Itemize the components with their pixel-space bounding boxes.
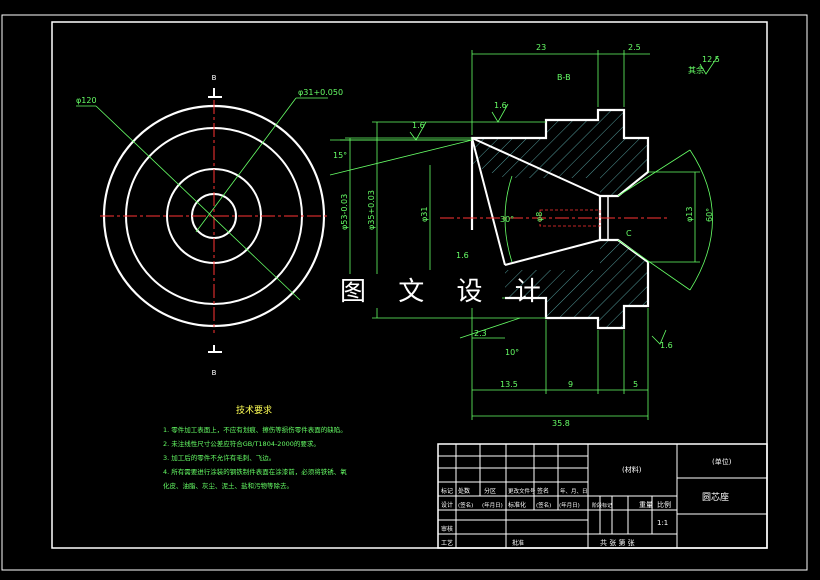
tb-r2-4: (签名) — [536, 501, 551, 509]
rough-3: 1.6 — [456, 251, 469, 260]
rough-2: 1.6 — [412, 121, 425, 130]
dim-23: 23 — [536, 43, 546, 52]
rough-4: 1.6 — [660, 341, 673, 350]
tb-r2-3: 标准化 — [508, 501, 526, 509]
ang-15: 15° — [333, 151, 347, 160]
dim-d31s: φ31 — [420, 207, 429, 222]
tb-r2-5: (年月日) — [559, 501, 580, 509]
tb-r1-3: 更改文件号 — [508, 487, 536, 495]
rough-12-5: 12.5 — [702, 55, 720, 64]
view-label-top: B — [212, 74, 217, 82]
tb-part-name: 圆芯座 — [702, 491, 729, 503]
tech-item-4: 4. 所有需要进行涂装的钢铁制件表面在涂漆前，必须将铁锈、氧 — [163, 467, 347, 476]
tb-unit: (单位) — [712, 457, 732, 466]
title-block-text: (材料) (单位) 圆芯座 重量 比例 1:1 共 张 第 张 标记 处数 分区… — [441, 457, 732, 547]
ang-10: 10° — [505, 348, 519, 357]
tb-r2-1: (签名) — [458, 501, 473, 509]
dim-5: 5 — [633, 380, 638, 389]
dim-13-5: 13.5 — [500, 380, 518, 389]
dim-35-8: 35.8 — [552, 419, 570, 428]
tb-r2-2: (年月日) — [482, 501, 503, 509]
tb-r4-mid: 批准 — [512, 539, 524, 547]
tb-sheets: 共 张 第 张 — [600, 538, 635, 547]
rough-1: 1.6 — [494, 101, 507, 110]
tech-requirements: 技术要求 1. 零件加工表面上，不应有划痕、擦伤等损伤零件表面的缺陷。 2. 未… — [163, 404, 347, 490]
tb-r1-0: 标记 — [441, 487, 453, 495]
dim-d120: φ120 — [76, 96, 97, 105]
dim-d8: φ8 — [535, 212, 544, 222]
view-label-bottom: B — [212, 369, 217, 377]
dim-2-5: 2.5 — [628, 43, 641, 52]
title-block — [437, 443, 768, 549]
tb-r1-2: 分区 — [484, 487, 496, 495]
tech-item-2: 2. 未注线性尺寸公差应符合GB/T1804-2000的要求。 — [163, 439, 320, 448]
tb-material: (材料) — [622, 465, 642, 474]
section-label: B-B — [557, 73, 571, 82]
c-label: C — [626, 229, 632, 238]
dim-left2: φ35+0.03 — [367, 190, 376, 230]
tb-r1-5: 年、月、日 — [560, 487, 588, 495]
tb-weight-label: 重量 — [639, 501, 653, 509]
dim-9: 9 — [568, 380, 573, 389]
dim-d13: φ13 — [685, 207, 694, 222]
tb-scale: 1:1 — [657, 519, 668, 527]
watermark: 图 文 设 计 — [340, 277, 553, 307]
inner-frame — [51, 21, 768, 549]
tb-r2-0: 设计 — [441, 501, 453, 509]
section-view: 23 2.5 B-B 其余 12.5 φ53-0.03 φ35+0.03 φ31… — [329, 43, 720, 428]
tech-item-5: 化皮、油脂、灰尘、泥土、盐和污物等除去。 — [163, 481, 293, 490]
tb-r3-left: 审核 — [441, 525, 453, 533]
rough-other: 其余 — [688, 65, 704, 75]
ang-60: 60° — [705, 208, 714, 222]
front-view: B B φ120 φ31+0.050 — [76, 74, 343, 377]
tb-scale-label: 比例 — [657, 500, 671, 509]
ang-30: 30° — [500, 215, 514, 224]
dim-d31: φ31+0.050 — [298, 88, 343, 97]
tb-r1-1: 处数 — [458, 487, 470, 495]
tech-item-1: 1. 零件加工表面上，不应有划痕、擦伤等损伤零件表面的缺陷。 — [163, 425, 347, 434]
tb-stage-label: 阶段标记 — [592, 502, 612, 509]
dim-2-3: 2.3 — [474, 329, 487, 338]
tech-item-3: 3. 加工后的零件不允许有毛刺、飞边。 — [163, 453, 275, 462]
tb-r4-left: 工艺 — [441, 539, 453, 547]
tb-r1-4: 签名 — [537, 487, 549, 495]
tech-title: 技术要求 — [236, 404, 272, 416]
outer-frame — [1, 14, 808, 571]
dim-left1: φ53-0.03 — [340, 194, 349, 230]
